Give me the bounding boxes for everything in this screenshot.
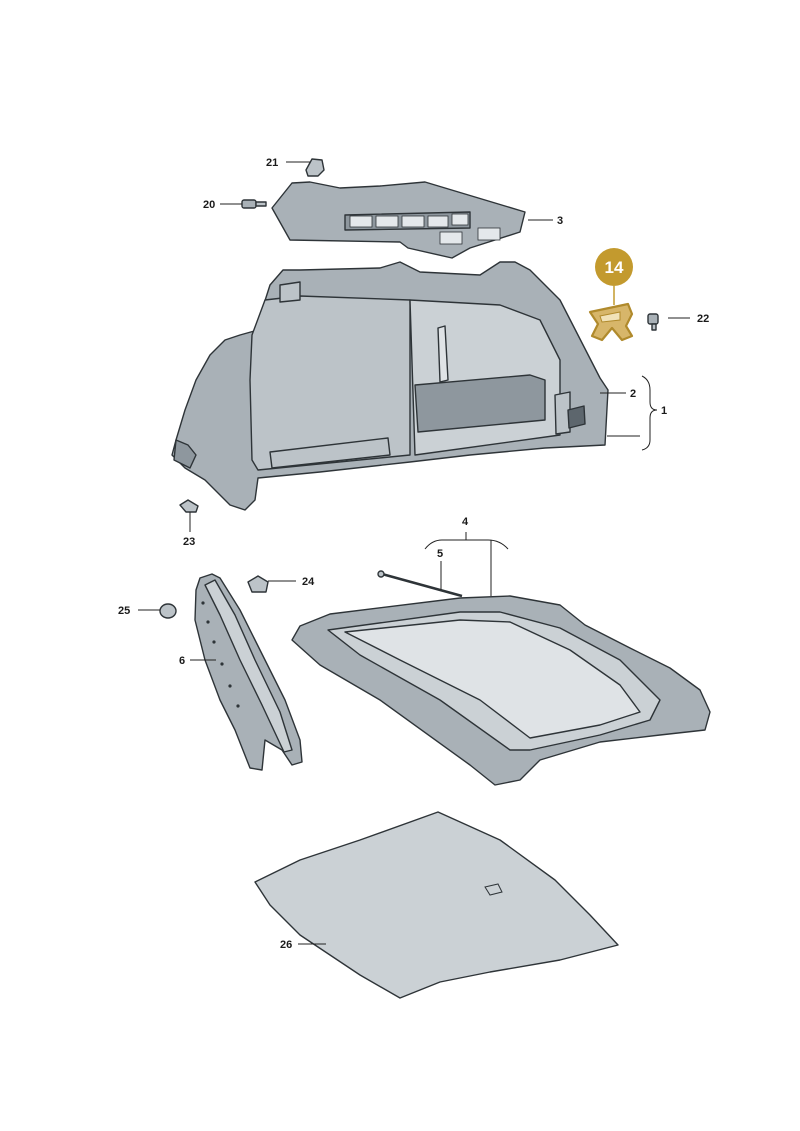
part-24-fastener — [247, 575, 269, 593]
callout-22-label: 22 — [697, 313, 709, 325]
part-1-side-trim — [171, 261, 609, 511]
callout-3-label: 3 — [557, 215, 563, 227]
part-14-hook: 14 — [588, 248, 634, 342]
callout-14-label: 14 — [605, 258, 624, 277]
callout-1-label: 1 — [661, 405, 667, 417]
callout-20-label: 20 — [203, 199, 215, 211]
callout-2-label: 2 — [630, 388, 636, 400]
callout-25-label: 25 — [118, 605, 130, 617]
part-4-parcel-shelf — [291, 595, 711, 786]
part-23-clip — [179, 499, 199, 513]
part-22-screw — [647, 313, 659, 331]
part-21-clip — [305, 158, 325, 177]
part-3-upper-trim — [271, 181, 526, 259]
callout-6-label: 6 — [179, 655, 185, 667]
part-6-rail — [194, 573, 303, 771]
callout-23-label: 23 — [183, 536, 195, 548]
callout-labels: 21 20 3 22 2 1 23 4 5 24 25 6 26 — [118, 157, 709, 951]
callout-5-label: 5 — [437, 548, 443, 560]
part-26-floor-mat — [254, 811, 619, 999]
callout-21-label: 21 — [266, 157, 278, 169]
callout-26-label: 26 — [280, 939, 292, 951]
callout-4-label: 4 — [462, 516, 469, 528]
part-20-screw — [241, 199, 267, 209]
highlight-badge — [595, 248, 633, 286]
part-5-rod — [377, 570, 463, 598]
part-25-fastener — [159, 603, 177, 619]
leader-lines — [138, 161, 690, 945]
callout-24-label: 24 — [302, 576, 315, 588]
